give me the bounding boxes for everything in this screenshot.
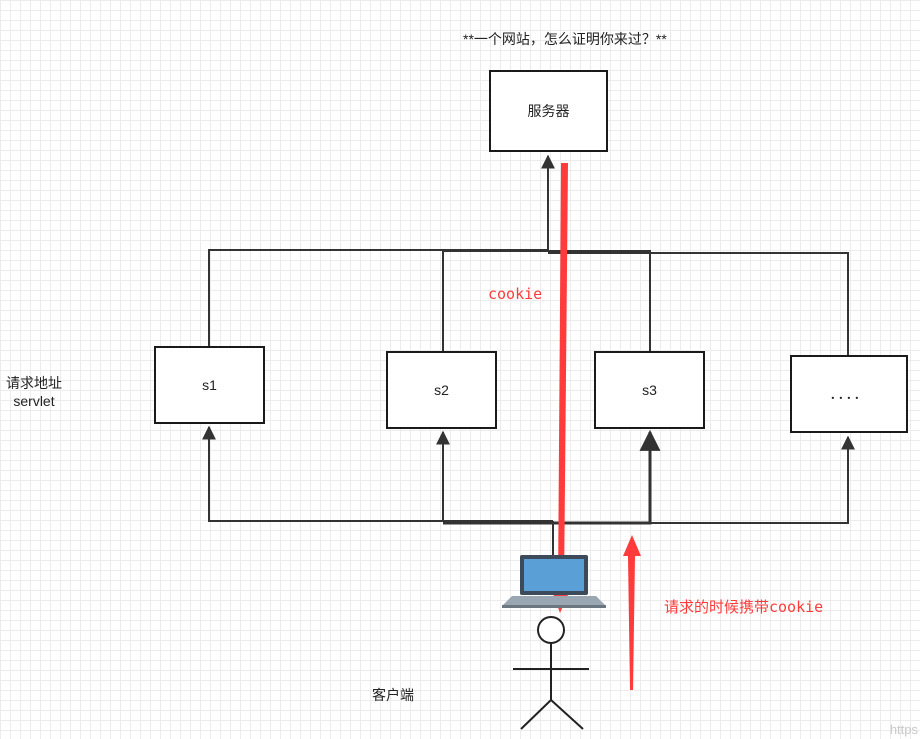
client-label: 客户端 (372, 687, 414, 703)
connector-client-s3 (443, 429, 661, 525)
servlet-label-more: ．．．． (829, 386, 869, 402)
servlet-box-s2: s2 (386, 351, 497, 429)
servlet-box-s3: s3 (594, 351, 705, 429)
servlet-box-more: ．．．． (790, 355, 908, 433)
cookie-label: cookie (488, 285, 543, 303)
client-person-icon (513, 616, 589, 730)
servlet-box-s1: s1 (154, 346, 265, 424)
server-box: 服务器 (489, 70, 608, 152)
side-label-line2: servlet (13, 393, 55, 410)
side-label-line1: 请求地址 (6, 375, 62, 391)
cookie-response-arrow (551, 163, 571, 613)
diagram-title: **一个网站，怎么证明你来过？** (463, 31, 667, 47)
connector-s1-server (208, 154, 555, 346)
laptop-icon (502, 555, 606, 608)
request-cookie-label: 请求的时候携带cookie (664, 598, 824, 616)
connector-s2-top (442, 250, 651, 351)
cookie-request-arrow (623, 535, 641, 690)
side-label-request-address: 请求地址 servlet (6, 374, 62, 410)
servlet-label-s3: s3 (642, 382, 657, 398)
servlet-label-s2: s2 (434, 382, 449, 398)
connector-dots-top (548, 252, 849, 355)
server-label: 服务器 (527, 103, 570, 119)
servlet-label-s1: s1 (202, 377, 217, 393)
connector-client-s1 (202, 425, 553, 522)
connector-client-dots (553, 435, 855, 524)
watermark: https (889, 722, 918, 737)
